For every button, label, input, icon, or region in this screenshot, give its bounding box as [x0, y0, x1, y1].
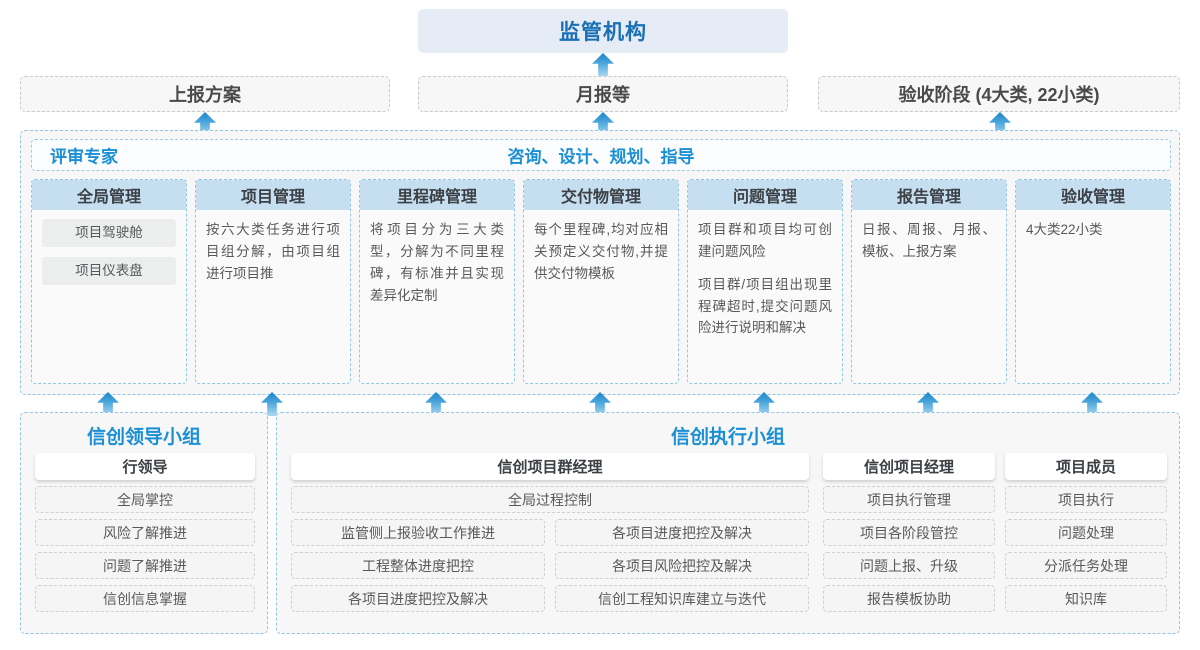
project-manager-item-0[interactable]: 项目执行管理: [823, 486, 995, 513]
program-manager-right-item-0[interactable]: 各项目进度把控及解决: [555, 519, 809, 546]
leader-group-title: 信创领导小组: [86, 427, 201, 448]
project-manager-item-3[interactable]: 报告模板协助: [823, 585, 995, 612]
mgmt-text-4-0: 项目群和项目均可创建问题风险: [698, 222, 832, 259]
role-head-program-manager[interactable]: 信创项目群经理: [291, 453, 809, 480]
role-head-leader[interactable]: 行领导: [35, 453, 255, 480]
band-label-bar: 评审专家 咨询、设计、规划、指导: [31, 139, 1171, 171]
mgmt-column-title-6: 验收管理: [1016, 180, 1170, 210]
role-column-program-manager: 信创项目群经理 全局过程控制 监管侧上报验收工作推进 工程整体进度把控 各项目进…: [291, 453, 809, 612]
mgmt-column-acceptance[interactable]: 验收管理 4大类22小类: [1015, 179, 1171, 384]
mgmt-column-title-4: 问题管理: [688, 180, 842, 210]
leader-item-1[interactable]: 风险了解推进: [35, 519, 255, 546]
project-manager-item-2[interactable]: 问题上报、升级: [823, 552, 995, 579]
project-manager-item-1[interactable]: 项目各阶段管控: [823, 519, 995, 546]
mgmt-column-title-2: 里程碑管理: [360, 180, 514, 210]
mgmt-column-body-3: 每个里程碑,均对应相关预定义交付物,并提供交付物模板: [524, 210, 678, 291]
mgmt-column-title-5: 报告管理: [852, 180, 1006, 210]
mgmt-text-3-0: 每个里程碑,均对应相关预定义交付物,并提供交付物模板: [534, 222, 668, 281]
role-head-project-manager[interactable]: 信创项目经理: [823, 453, 995, 480]
leader-group-box: 信创领导小组 行领导 全局掌控 风险了解推进 问题了解推进 信创信息掌握: [20, 412, 268, 634]
mgmt-text-6-0: 4大类22小类: [1026, 222, 1103, 237]
mgmt-text-1-0: 按六大类任务进行项目组分解，由项目组进行项目推: [206, 222, 340, 281]
exec-group-title: 信创执行小组: [670, 427, 785, 448]
report-box-2: 验收阶段 (4大类, 22小类): [818, 76, 1180, 112]
mgmt-column-global[interactable]: 全局管理 项目驾驶舱 项目仪表盘: [31, 179, 187, 384]
mgmt-pill-0-1[interactable]: 项目仪表盘: [42, 257, 176, 285]
mgmt-column-body-0: 项目驾驶舱 项目仪表盘: [32, 210, 186, 301]
mgmt-column-project[interactable]: 项目管理 按六大类任务进行项目组分解，由项目组进行项目推: [195, 179, 351, 384]
program-manager-item-grid: 监管侧上报验收工作推进 工程整体进度把控 各项目进度把控及解决 各项目进度把控及…: [291, 513, 809, 612]
bottom-groups: 信创领导小组 行领导 全局掌控 风险了解推进 问题了解推进 信创信息掌握 信创执…: [20, 412, 1180, 634]
role-column-project-manager: 信创项目经理 项目执行管理 项目各阶段管控 问题上报、升级 报告模板协助: [823, 453, 995, 612]
consulting-label: 咨询、设计、规划、指导: [507, 147, 695, 167]
consulting-band: 评审专家 咨询、设计、规划、指导 全局管理 项目驾驶舱 项目仪表盘 项目管理 按…: [20, 130, 1180, 395]
exec-group-box: 信创执行小组 信创项目群经理 全局过程控制 监管侧上报验收工作推进 工程整体进度…: [276, 412, 1180, 634]
mgmt-column-body-6: 4大类22小类: [1016, 210, 1170, 247]
project-member-item-3[interactable]: 知识库: [1005, 585, 1167, 612]
project-member-item-1[interactable]: 问题处理: [1005, 519, 1167, 546]
mgmt-pill-0-0[interactable]: 项目驾驶舱: [42, 219, 176, 247]
program-manager-left-item-0[interactable]: 监管侧上报验收工作推进: [291, 519, 545, 546]
mgmt-column-deliverable[interactable]: 交付物管理 每个里程碑,均对应相关预定义交付物,并提供交付物模板: [523, 179, 679, 384]
report-box-1: 月报等: [418, 76, 788, 112]
program-manager-global-item[interactable]: 全局过程控制: [291, 486, 809, 513]
mgmt-column-body-5: 日报、周报、月报、模板、上报方案: [852, 210, 1006, 269]
review-expert-label: 评审专家: [50, 147, 118, 167]
project-member-item-2[interactable]: 分派任务处理: [1005, 552, 1167, 579]
mgmt-column-title-0: 全局管理: [32, 180, 186, 210]
leader-item-0[interactable]: 全局掌控: [35, 486, 255, 513]
mgmt-text-4-1: 项目群/项目组出现里程碑超时,提交问题风险进行说明和解决: [698, 276, 832, 336]
mgmt-column-title-1: 项目管理: [196, 180, 350, 210]
mgmt-column-body-2: 将项目分为三大类型，分解为不同里程碑，有标准并且实现差异化定制: [360, 210, 514, 312]
report-label-0: 上报方案: [169, 85, 241, 105]
role-head-project-member[interactable]: 项目成员: [1005, 453, 1167, 480]
leader-item-3[interactable]: 信创信息掌握: [35, 585, 255, 612]
role-column-project-member: 项目成员 项目执行 问题处理 分派任务处理 知识库: [1005, 453, 1167, 612]
arrow-up-icon-to-regulator: [592, 53, 614, 77]
program-manager-right-item-1[interactable]: 各项目风险把控及解决: [555, 552, 809, 579]
program-manager-right-item-2[interactable]: 信创工程知识库建立与迭代: [555, 585, 809, 612]
regulator-label: 监管机构: [559, 21, 647, 44]
regulator-box: 监管机构: [418, 9, 788, 53]
project-member-item-0[interactable]: 项目执行: [1005, 486, 1167, 513]
program-manager-left-item-2[interactable]: 各项目进度把控及解决: [291, 585, 545, 612]
report-box-0: 上报方案: [20, 76, 390, 112]
mgmt-column-body-4: 项目群和项目均可创建问题风险 项目群/项目组出现里程碑超时,提交问题风险进行说明…: [688, 210, 842, 345]
program-manager-left-item-1[interactable]: 工程整体进度把控: [291, 552, 545, 579]
report-label-1: 月报等: [576, 85, 630, 105]
mgmt-text-2-0: 将项目分为三大类型，分解为不同里程碑，有标准并且实现差异化定制: [370, 222, 504, 303]
mgmt-column-body-1: 按六大类任务进行项目组分解，由项目组进行项目推: [196, 210, 350, 291]
mgmt-column-issue[interactable]: 问题管理 项目群和项目均可创建问题风险 项目群/项目组出现里程碑超时,提交问题风…: [687, 179, 843, 384]
role-column-leader: 行领导 全局掌控 风险了解推进 问题了解推进 信创信息掌握: [35, 453, 255, 612]
mgmt-column-milestone[interactable]: 里程碑管理 将项目分为三大类型，分解为不同里程碑，有标准并且实现差异化定制: [359, 179, 515, 384]
leader-item-2[interactable]: 问题了解推进: [35, 552, 255, 579]
report-label-2: 验收阶段 (4大类, 22小类): [898, 85, 1100, 105]
mgmt-column-report[interactable]: 报告管理 日报、周报、月报、模板、上报方案: [851, 179, 1007, 384]
mgmt-column-title-3: 交付物管理: [524, 180, 678, 210]
mgmt-text-5-0: 日报、周报、月报、模板、上报方案: [862, 222, 996, 259]
